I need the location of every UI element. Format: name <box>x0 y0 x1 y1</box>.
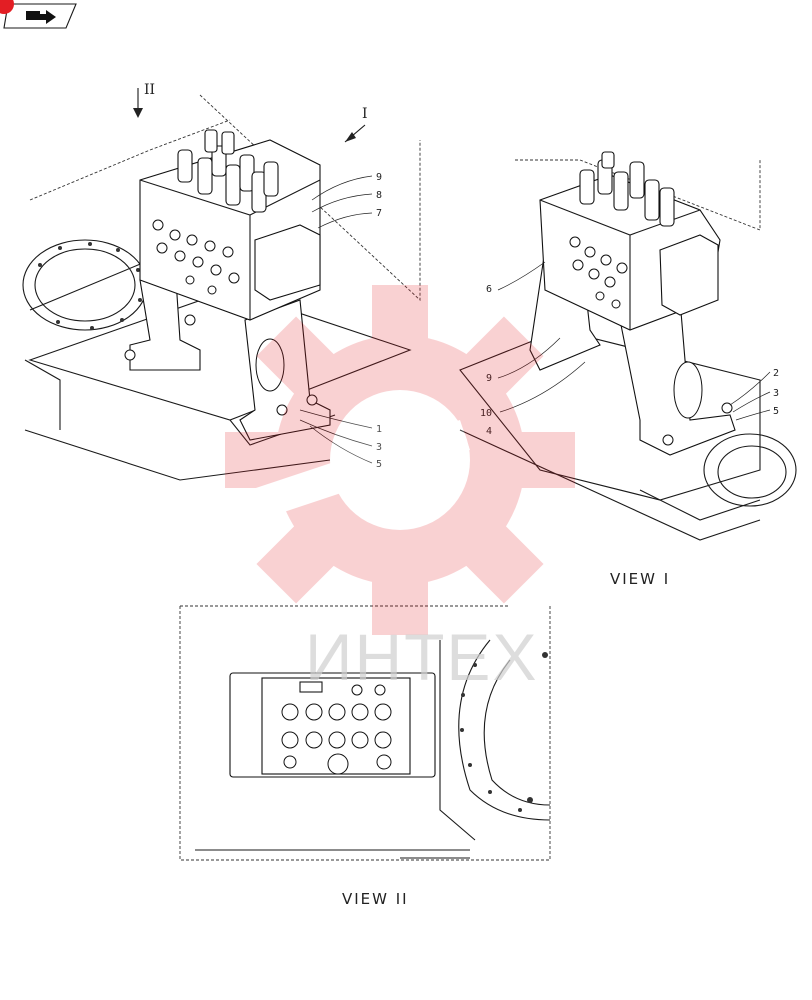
view-ii-title: VIEW II <box>342 890 409 908</box>
callout-9: 9 <box>376 172 382 183</box>
view-ii-arrow-label: II <box>144 82 155 98</box>
callout-8: 8 <box>376 190 382 201</box>
view-ii: VIEW II <box>179 605 551 908</box>
callout-3: 3 <box>376 442 382 453</box>
view-i-callout-6: 6 <box>486 284 492 295</box>
red-badge <box>0 0 14 14</box>
view-i: 6 9 10 4 2 3 5 VIEW I <box>459 151 797 588</box>
view-i-callout-5: 5 <box>773 406 779 417</box>
view-i-callout-4: 4 <box>486 426 492 437</box>
callout-1: 1 <box>376 424 382 435</box>
watermark <box>225 285 575 635</box>
callout-7: 7 <box>376 208 382 219</box>
nav-back-button[interactable] <box>0 0 77 29</box>
view-i-callout-3: 3 <box>773 388 779 399</box>
callout-5: 5 <box>376 459 382 470</box>
main-view: I II 9 8 7 1 3 5 <box>22 82 421 481</box>
book-arrow-icon <box>26 10 56 24</box>
view-i-callout-10: 10 <box>480 408 492 419</box>
view-i-callout-2: 2 <box>773 368 779 379</box>
gear-logo-icon <box>225 285 575 635</box>
view-i-callout-9: 9 <box>486 373 492 384</box>
view-i-arrow: I <box>344 106 368 143</box>
watermark-text: ИНТЕХ <box>305 620 538 694</box>
view-i-title: VIEW I <box>610 570 670 588</box>
view-i-arrow-label: I <box>362 106 368 122</box>
view-ii-arrow: II <box>133 82 155 118</box>
